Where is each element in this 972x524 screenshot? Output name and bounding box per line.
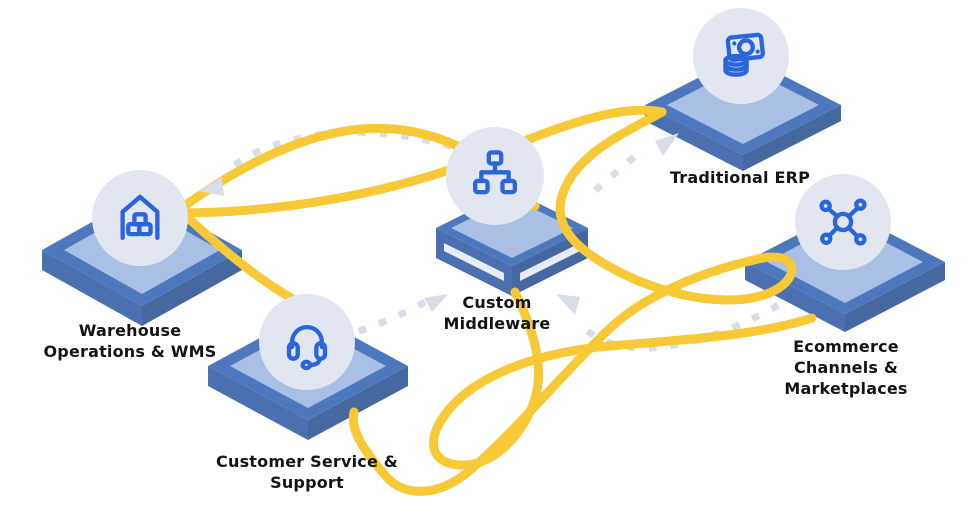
warehouse-label-line2: Operations & WMS (43, 342, 217, 361)
warehouse-icon (120, 194, 160, 241)
erp-label: Traditional ERP (670, 167, 810, 188)
warehouse-node (92, 170, 188, 266)
flow-ecommerce-to-middleware (581, 302, 780, 352)
headset-icon (286, 325, 328, 371)
erp-label-line1: Traditional ERP (669, 168, 811, 187)
middleware-label-line2: Middleware (443, 314, 551, 333)
ecommerce-label: Ecommerce Channels & Marketplaces (784, 336, 907, 399)
arrowhead-to-middleware-from-ecommerce (556, 294, 580, 315)
arrowhead-to-middleware-from-customer (424, 294, 448, 312)
ecommerce-label-line1: Ecommerce (793, 337, 899, 356)
arrowhead-to-warehouse (198, 177, 224, 196)
customer-service-node (259, 294, 355, 390)
warehouse-label-line1: Warehouse (78, 321, 182, 340)
flow-customer-service-to-middleware (357, 295, 433, 335)
tangled-connection-middleware-ecommerce (429, 287, 817, 470)
ecommerce-node (795, 174, 891, 270)
network-hub-icon (819, 198, 867, 246)
flow-middleware-to-erp (593, 144, 649, 193)
cash-icon (723, 32, 765, 77)
middleware-node (446, 127, 544, 225)
middleware-label-line1: Custom (462, 293, 532, 312)
warehouse-label: Warehouse Operations & WMS (43, 320, 216, 362)
customer-service-label: Customer Service & Support (216, 451, 398, 493)
ecommerce-label-line2: Channels & (793, 358, 899, 377)
tangled-connection-erp-ecommerce-customer (348, 107, 797, 496)
middleware-platform (436, 190, 588, 296)
arrowhead-to-erp (655, 133, 679, 156)
middleware-label: Custom Middleware (444, 292, 551, 334)
ecommerce-label-line3: Marketplaces (784, 379, 908, 398)
erp-node (693, 8, 789, 104)
hierarchy-icon (472, 150, 518, 195)
customer-service-label-line1: Customer Service & (216, 452, 398, 471)
customer-service-label-line2: Support (270, 473, 344, 492)
